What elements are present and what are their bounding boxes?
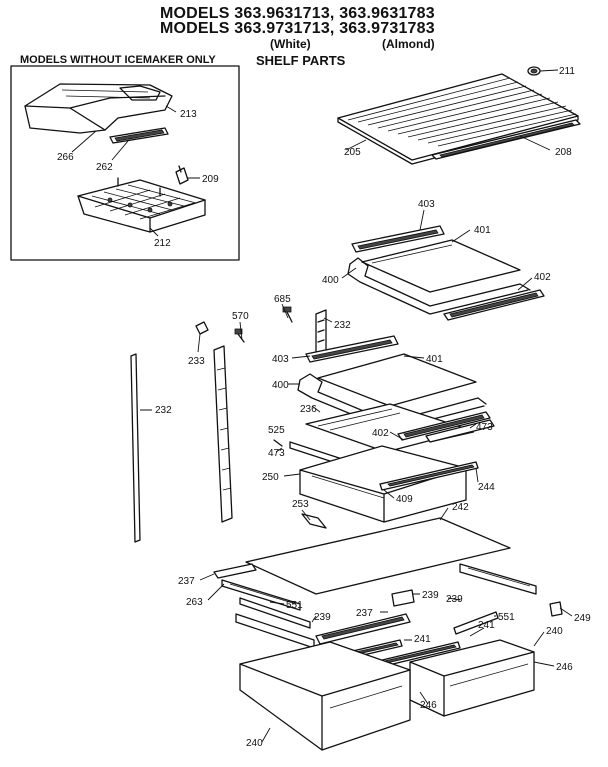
part-239-center-clip	[391, 589, 415, 607]
part-400-shelf-frame-upper	[347, 257, 531, 315]
part-403-shelf-front-trim-upper	[351, 225, 445, 253]
callout-400-upper: 400	[322, 275, 339, 286]
callout-208: 208	[555, 147, 572, 158]
callout-212: 212	[154, 238, 171, 249]
callout-239-right: 239	[446, 594, 463, 605]
part-473-slide-rail-right	[425, 419, 495, 443]
part-570-screw	[234, 328, 245, 343]
part-237-support-center	[315, 613, 411, 645]
part-239-rail-right	[459, 563, 537, 595]
models-title-line-2: MODELS 363.9731713, 363.9731783	[160, 20, 435, 37]
almond-color-label: (Almond)	[382, 37, 435, 51]
callout-239-center: 239	[422, 590, 439, 601]
callout-205: 205	[344, 147, 361, 158]
part-685-screw	[282, 306, 293, 323]
callout-402-mid: 402	[372, 428, 389, 439]
callout-232-long: 232	[155, 405, 172, 416]
callout-262: 262	[96, 162, 113, 173]
part-401-glass-upper	[361, 239, 521, 293]
callout-239-left: 239	[314, 612, 331, 623]
callout-263: 263	[186, 597, 203, 608]
part-232-bracket-long-right	[213, 345, 233, 523]
part-240-crisper-drawer-left	[239, 641, 411, 751]
part-211-cap	[527, 66, 541, 76]
callout-409: 409	[396, 494, 413, 505]
section-title: SHELF PARTS	[256, 53, 346, 68]
callout-209: 209	[202, 174, 219, 185]
callout-237-center: 237	[356, 608, 373, 619]
callout-241-left: 241	[414, 634, 431, 645]
models-title-line-1: MODELS 363.9631713, 363.9631783	[160, 5, 435, 22]
part-209-clip	[175, 165, 189, 185]
part-240-crisper-drawer-right	[409, 639, 535, 717]
callout-253: 253	[292, 499, 309, 510]
callout-241-right: 241	[478, 620, 495, 631]
part-244-pan-rail	[379, 461, 479, 491]
part-402-shelf-rear-trim-upper	[443, 289, 545, 321]
part-205-wire-shelf	[337, 73, 579, 165]
part-233-spacer	[195, 321, 209, 335]
part-249-hinge-clip	[549, 601, 563, 617]
callout-246-left: 246	[420, 700, 437, 711]
callout-403-upper: 403	[418, 199, 435, 210]
callout-570: 570	[232, 311, 249, 322]
part-262-bucket-track	[109, 127, 169, 144]
callout-246-right: 246	[556, 662, 573, 673]
callout-400-mid: 400	[272, 380, 289, 391]
part-212-ice-tray-rack	[77, 177, 206, 233]
part-401-glass-mid	[317, 353, 477, 407]
callout-213: 213	[180, 109, 197, 120]
inset-title: MODELS WITHOUT ICEMAKER ONLY	[20, 54, 216, 66]
callout-237-left: 237	[178, 576, 195, 587]
callout-249: 249	[574, 613, 591, 624]
callout-233: 233	[188, 356, 205, 367]
part-266-ice-bucket	[24, 83, 173, 134]
callout-401-upper: 401	[474, 225, 491, 236]
callout-211: 211	[559, 66, 575, 77]
callout-402-upper: 402	[534, 272, 551, 283]
callout-240-left: 240	[246, 738, 263, 749]
callout-551-right: 551	[498, 612, 515, 623]
callout-685: 685	[274, 294, 291, 305]
part-551-slide-right	[453, 611, 499, 635]
part-242-glass-bottom	[245, 517, 511, 595]
callout-525: 525	[268, 425, 285, 436]
callout-401-mid: 401	[426, 354, 443, 365]
callout-236: 236	[300, 404, 317, 415]
callout-244: 244	[478, 482, 495, 493]
callout-250: 250	[262, 472, 279, 483]
part-263-side-rail-left	[221, 579, 301, 611]
part-551-slide-left	[239, 597, 311, 629]
part-253-clip	[301, 513, 327, 529]
callout-473-left: 473	[268, 448, 285, 459]
callout-232-short: 232	[334, 320, 351, 331]
inset-frame	[10, 65, 240, 261]
callout-403-mid: 403	[272, 354, 289, 365]
callout-242: 242	[452, 502, 469, 513]
part-237-support-left	[213, 563, 257, 579]
callout-240-right: 240	[546, 626, 563, 637]
part-525-screw	[273, 439, 283, 447]
callout-473-right: 473	[476, 422, 493, 433]
part-208-shelf-trim	[431, 119, 581, 160]
part-403-shelf-front-trim-mid	[305, 335, 399, 363]
part-232-bracket-long-left	[130, 353, 141, 543]
white-color-label: (White)	[270, 37, 311, 51]
callout-266: 266	[57, 152, 74, 163]
callout-551-left: 551	[286, 600, 303, 611]
